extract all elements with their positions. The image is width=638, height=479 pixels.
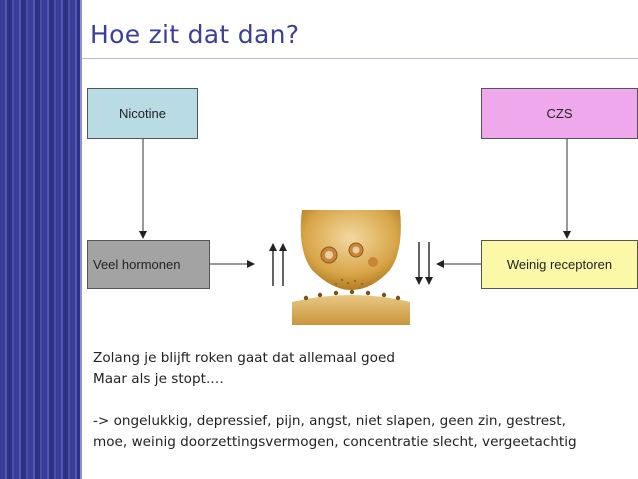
czs-box: CZS	[481, 88, 638, 139]
nicotine-label: Nicotine	[119, 106, 166, 121]
sidebar-decoration	[0, 0, 80, 479]
slide-title: Hoe zit dat dan?	[90, 20, 300, 49]
text-line-1: Zolang je blijft roken gaat dat allemaal…	[93, 350, 395, 366]
hormonen-label: Veel hormonen	[93, 257, 181, 272]
receptoren-box: Weinig receptoren	[481, 240, 638, 289]
text-line-4: moe, weinig doorzettingsvermogen, concen…	[93, 434, 577, 450]
receptoren-label: Weinig receptoren	[506, 257, 613, 272]
hormonen-box: Veel hormonen	[87, 240, 210, 289]
title-divider	[82, 58, 638, 59]
text-line-3: -> ongelukkig, depressief, pijn, angst, …	[93, 413, 566, 429]
synapse-illustration	[292, 210, 410, 325]
nicotine-box: Nicotine	[87, 88, 198, 139]
czs-label: CZS	[546, 106, 573, 121]
text-line-2: Maar als je stopt.…	[93, 371, 224, 387]
sidebar-edge	[80, 0, 82, 479]
explanation-text: Zolang je blijft roken gaat dat allemaal…	[93, 348, 577, 453]
